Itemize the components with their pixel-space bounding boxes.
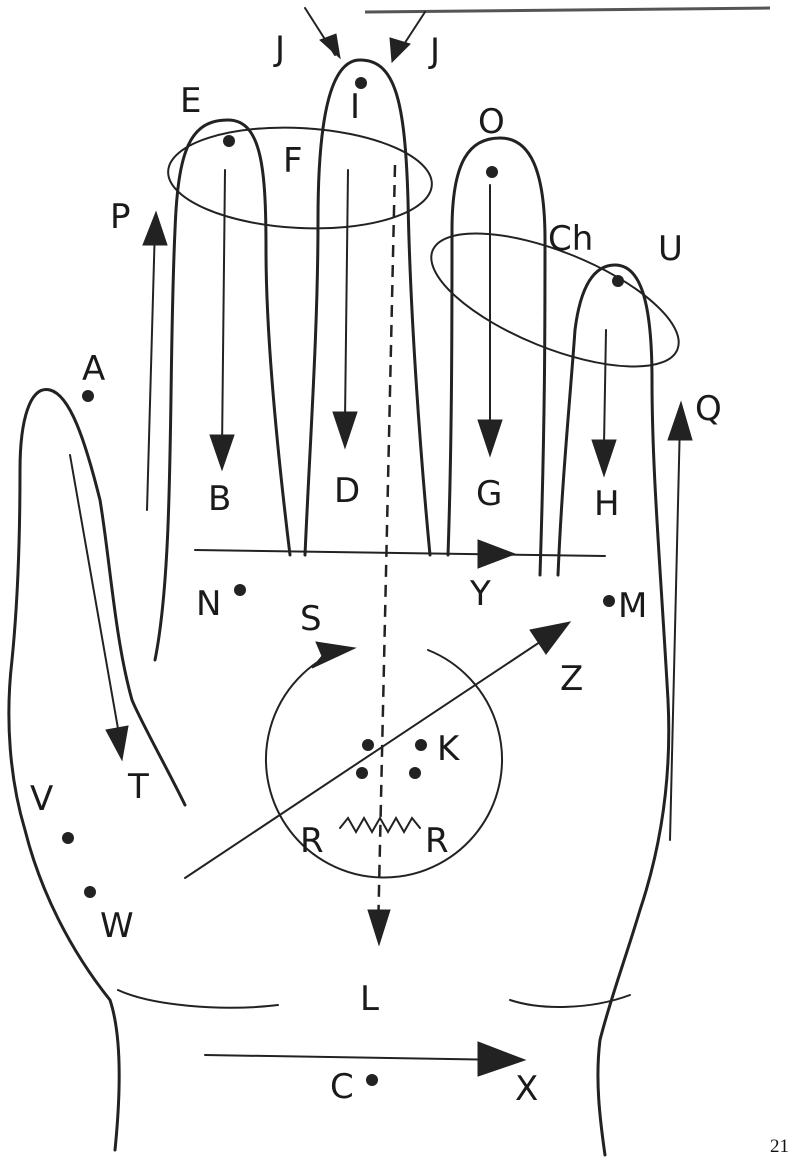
arrow-index — [222, 170, 225, 450]
arrowhead-Z — [530, 622, 570, 654]
label-M: M — [618, 586, 647, 626]
finger-base-line — [195, 550, 605, 556]
arrowhead-P — [143, 212, 167, 245]
arrowhead-B — [210, 435, 234, 470]
point-A-dot — [82, 390, 94, 402]
label-A: A — [82, 349, 105, 389]
label-X: X — [515, 1069, 538, 1109]
arrowhead-H — [592, 440, 616, 476]
label-F: F — [283, 141, 303, 181]
point-U-dot — [612, 275, 624, 287]
label-E: E — [180, 81, 201, 121]
label-K: K — [437, 729, 461, 769]
label-G: G — [476, 474, 502, 514]
point-E-dot — [223, 135, 235, 147]
label-R-right: R — [425, 821, 449, 861]
arrow-middle — [345, 170, 348, 420]
label-D: D — [334, 471, 360, 511]
label-Y: Y — [469, 574, 491, 614]
arrow-little — [604, 330, 606, 445]
label-N: N — [196, 584, 221, 624]
arrowhead-L — [368, 910, 390, 945]
label-J-left: J — [273, 29, 285, 69]
label-B: B — [208, 479, 231, 519]
little-finger-outline — [558, 265, 669, 1155]
point-V-dot — [62, 832, 74, 844]
circle-arrowhead — [312, 642, 355, 668]
page-number: 21 — [770, 1136, 789, 1157]
label-H: H — [594, 484, 620, 524]
arrow-Z — [185, 632, 555, 878]
point-N-dot — [234, 584, 246, 596]
label-I: I — [350, 87, 360, 127]
label-Q: Q — [695, 389, 722, 429]
label-J-right: J — [428, 31, 440, 71]
point-K-dot-1 — [362, 739, 374, 751]
arrowhead-G — [478, 420, 502, 456]
point-C-dot — [366, 1074, 378, 1086]
arrowhead-D — [333, 412, 357, 448]
label-U: U — [658, 229, 683, 269]
label-S: S — [300, 599, 322, 639]
hand-outline — [9, 390, 185, 1150]
point-M-dot — [603, 595, 615, 607]
arrow-P — [147, 225, 155, 510]
point-W-dot — [84, 886, 96, 898]
label-R-left: R — [300, 821, 324, 861]
label-C: C — [330, 1067, 354, 1107]
arrow-X — [205, 1055, 510, 1060]
arrowhead-Q — [668, 402, 692, 440]
label-V: V — [30, 779, 53, 819]
point-K-dot-4 — [409, 767, 421, 779]
point-K-dot-2 — [415, 739, 427, 751]
arrowhead-T — [106, 726, 128, 760]
wrist-crease-left — [118, 990, 278, 1008]
middle-finger-outline — [305, 60, 430, 555]
label-O: O — [478, 102, 505, 142]
label-P: P — [110, 197, 131, 237]
arrowhead-J-right — [390, 38, 410, 62]
point-K-dot-3 — [356, 767, 368, 779]
arrow-Q — [670, 420, 680, 840]
point-O-dot — [486, 166, 498, 178]
label-T: T — [127, 767, 149, 807]
label-Z: Z — [560, 659, 583, 699]
label-W: W — [100, 906, 134, 946]
arrowhead-Y — [478, 540, 515, 568]
label-L: L — [360, 979, 379, 1019]
label-Ch: Ch — [548, 219, 593, 259]
